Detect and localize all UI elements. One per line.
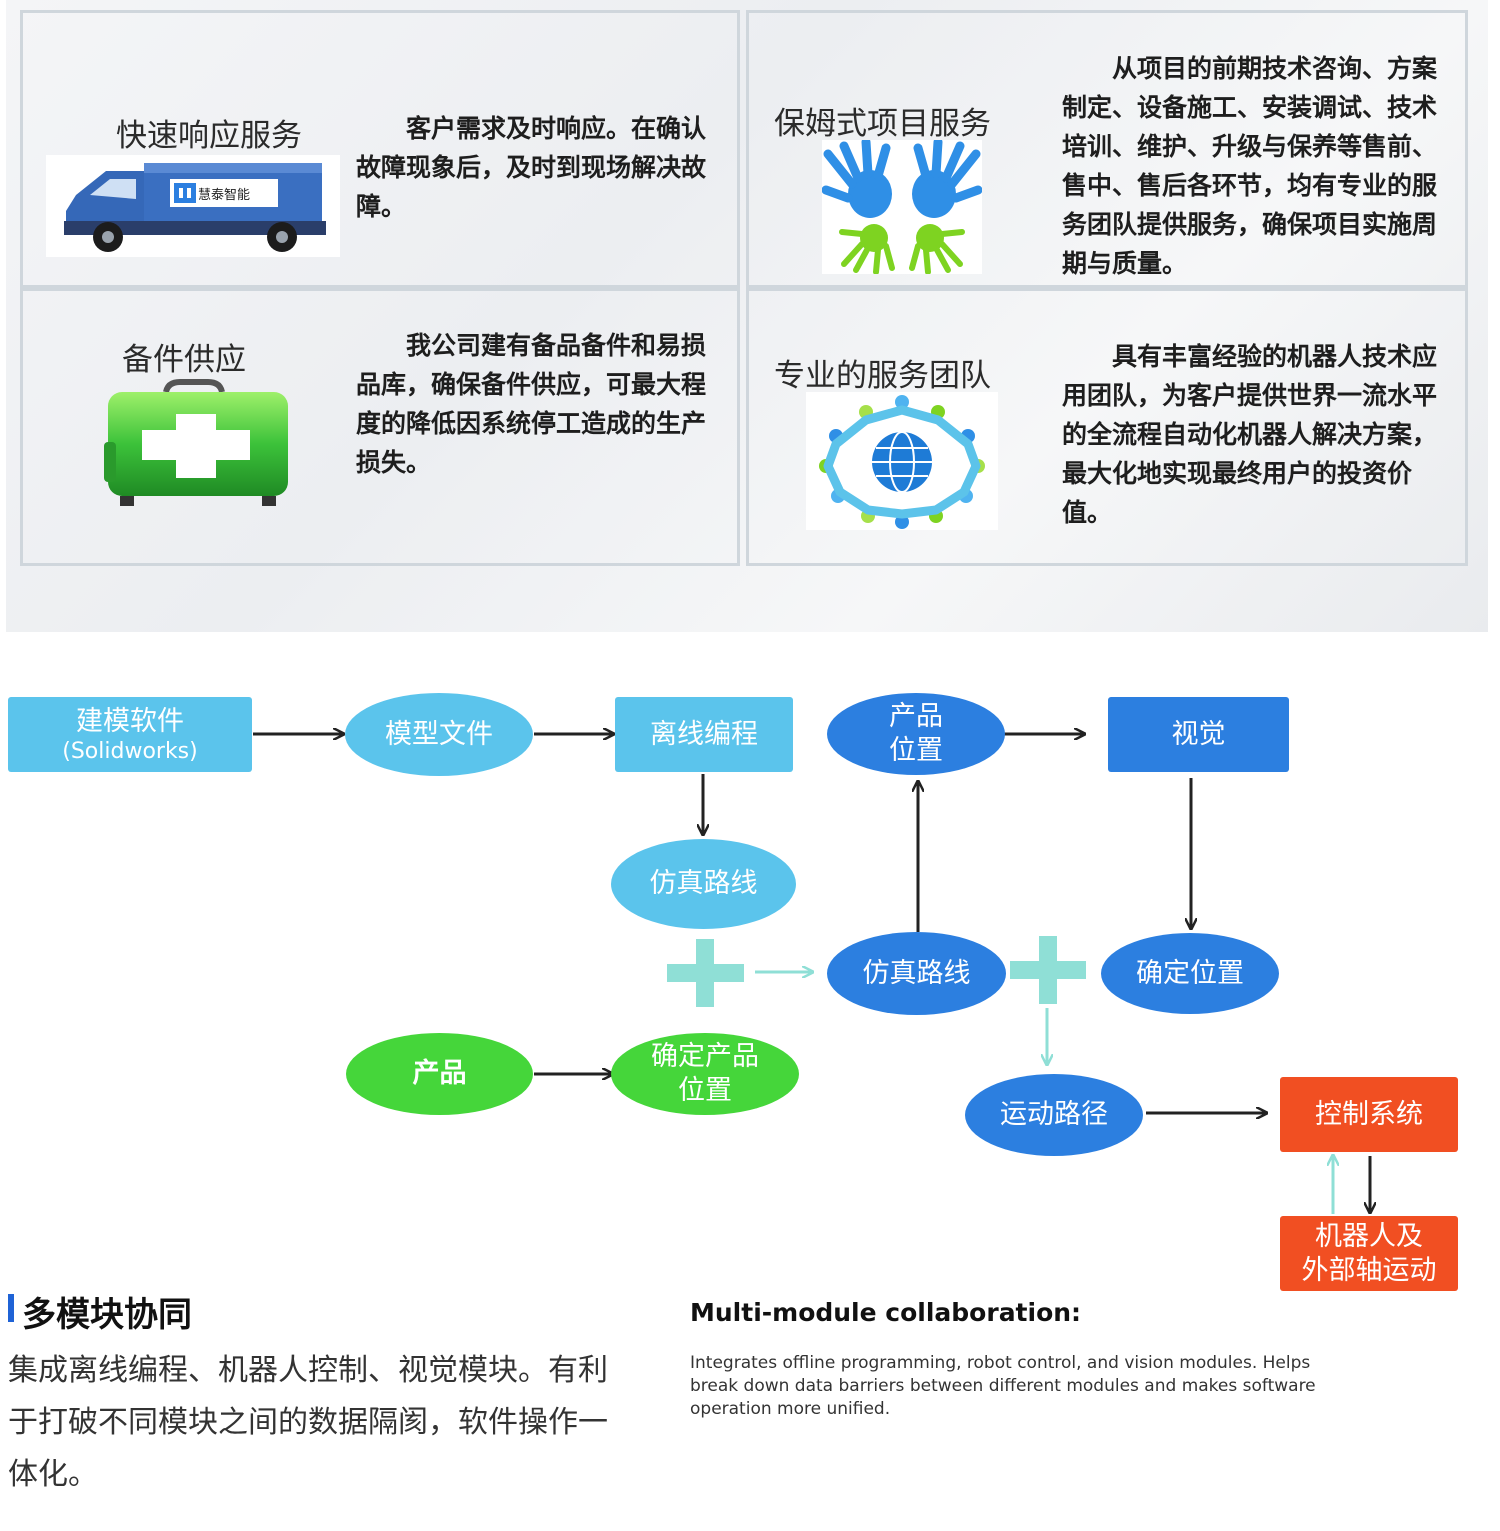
node-label: 建模软件 — [76, 705, 184, 737]
service-cell-project-service — [746, 10, 1468, 288]
module-description-cn: 集成离线编程、机器人控制、视觉模块。有利于打破不同模块之间的数据隔阂，软件操作一… — [8, 1353, 608, 1492]
node-label: 机器人及 — [1315, 1220, 1423, 1252]
service-description: 我公司建有备品备件和易损品库，确保备件供应，可最大程度的降低因系统停工造成的生产… — [356, 331, 707, 477]
node-model-file: 模型文件 — [345, 693, 533, 776]
node-confirm-product-position: 确定产品 位置 — [611, 1033, 799, 1115]
node-label: 位置 — [678, 1075, 732, 1106]
plus-icon — [1010, 936, 1086, 1004]
node-product: 产品 — [346, 1033, 533, 1115]
delivery-truck-icon: 慧泰智能 — [46, 155, 340, 257]
module-description-en: Integrates offline programming, robot co… — [690, 1353, 1316, 1419]
node-offline-programming: 离线编程 — [615, 697, 793, 772]
service-title: 专业的服务团队 — [774, 358, 991, 394]
node-sublabel: (Solidworks) — [62, 738, 198, 764]
node-simulation-path-1: 仿真路线 — [611, 839, 796, 929]
globe-team-icon — [806, 392, 998, 530]
service-panel — [6, 0, 1488, 632]
title-accent-bar — [8, 1294, 14, 1322]
service-cell-service-team — [746, 288, 1468, 566]
node-confirm-position: 确定位置 — [1101, 933, 1279, 1014]
node-vision: 视觉 — [1108, 697, 1289, 772]
node-label: 确定产品 — [651, 1041, 759, 1072]
module-title-text: 多模块协同 — [22, 1295, 192, 1335]
truck-brand-text: 慧泰智能 — [198, 187, 250, 203]
service-title: 保姆式项目服务 — [774, 106, 991, 142]
node-control-system: 控制系统 — [1280, 1077, 1458, 1152]
service-description: 具有丰富经验的机器人技术应用团队，为客户提供世界一流水平的全流程自动化机器人解决… — [1062, 342, 1438, 527]
node-label: 外部轴运动 — [1301, 1254, 1437, 1286]
service-description: 客户需求及时响应。在确认故障现象后，及时到现场解决故障。 — [356, 114, 707, 221]
service-description: 从项目的前期技术咨询、方案制定、设备施工、安装调试、技术培训、维护、升级与保养等… — [1062, 54, 1438, 278]
flow-arrows — [253, 0, 1500, 1214]
first-aid-kit-icon — [84, 378, 302, 518]
node-product-position: 产品 位置 — [827, 693, 1005, 775]
service-title: 快速响应服务 — [116, 118, 302, 154]
node-motion-path: 运动路径 — [965, 1074, 1143, 1156]
node-robot-motion: 机器人及 外部轴运动 — [1280, 1216, 1458, 1291]
node-simulation-path-2: 仿真路线 — [827, 932, 1006, 1015]
hands-icon — [821, 137, 983, 275]
plus-icon — [667, 939, 744, 1007]
service-title: 备件供应 — [122, 342, 246, 378]
service-cell-spare-parts — [20, 288, 740, 566]
node-label: 位置 — [889, 735, 943, 766]
module-title: 多模块协同 — [8, 1287, 192, 1336]
node-modeling-software: 建模软件 (Solidworks) — [8, 697, 252, 772]
module-title-en: Multi-module collaboration: — [690, 1298, 1082, 1327]
node-label: 产品 — [889, 701, 943, 732]
service-cell-quick-response — [20, 10, 740, 288]
